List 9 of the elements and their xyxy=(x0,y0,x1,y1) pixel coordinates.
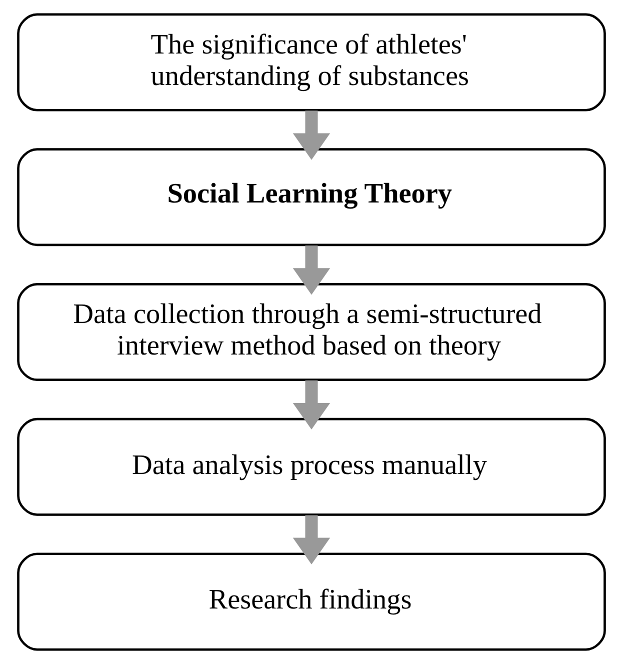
node-box: Data collection through a semi-structured interview method based on theory xyxy=(17,283,606,381)
node-box: Data analysis process manually xyxy=(17,418,606,516)
node-box: Social Learning Theory xyxy=(17,148,606,246)
node-box: Research findings xyxy=(17,552,606,651)
arrow xyxy=(292,110,330,160)
node-box: The significance of athletes' understanding of substances xyxy=(17,13,606,112)
arrow xyxy=(292,380,330,430)
arrow xyxy=(292,246,330,295)
arrow xyxy=(292,515,330,564)
